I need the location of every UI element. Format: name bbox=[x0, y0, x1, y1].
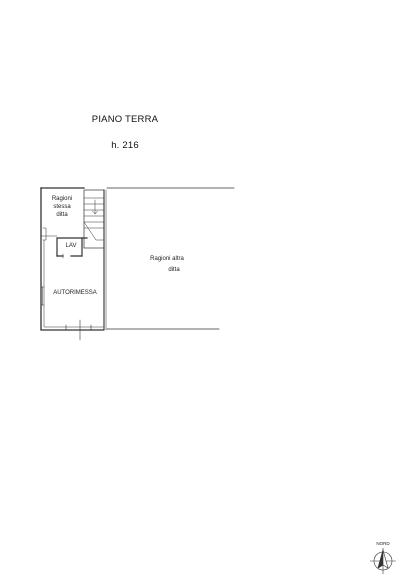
stair-slope bbox=[83, 221, 105, 241]
north-label: NORD bbox=[376, 541, 390, 546]
room-label-ragioni-2: stessa bbox=[53, 204, 71, 210]
outer-wall-inner bbox=[43, 239, 104, 328]
lav-wall bbox=[56, 237, 88, 257]
plan-height: h. 216 bbox=[111, 140, 139, 151]
room-label-ragioni-altra-2: ditta bbox=[168, 267, 180, 273]
outer-wall bbox=[40, 187, 104, 331]
room-label-ragioni-3: ditta bbox=[56, 212, 68, 218]
staircase-box bbox=[83, 189, 105, 249]
stair-treads bbox=[83, 197, 105, 229]
room-label-ragioni-1: Ragioni bbox=[52, 196, 72, 202]
stair-arrow bbox=[92, 199, 98, 215]
room-label-ragioni-altra-1: Ragioni altra bbox=[150, 256, 184, 262]
room-label-lav: LAV bbox=[66, 243, 77, 249]
window-left bbox=[40, 286, 45, 306]
wall-opening bbox=[42, 227, 47, 241]
room-label-autorimessa: AUTORIMESSA bbox=[53, 290, 97, 296]
plan-title: PIANO TERRA bbox=[91, 114, 159, 125]
north-arrow-icon bbox=[370, 548, 396, 574]
entrance-marks bbox=[65, 324, 92, 331]
